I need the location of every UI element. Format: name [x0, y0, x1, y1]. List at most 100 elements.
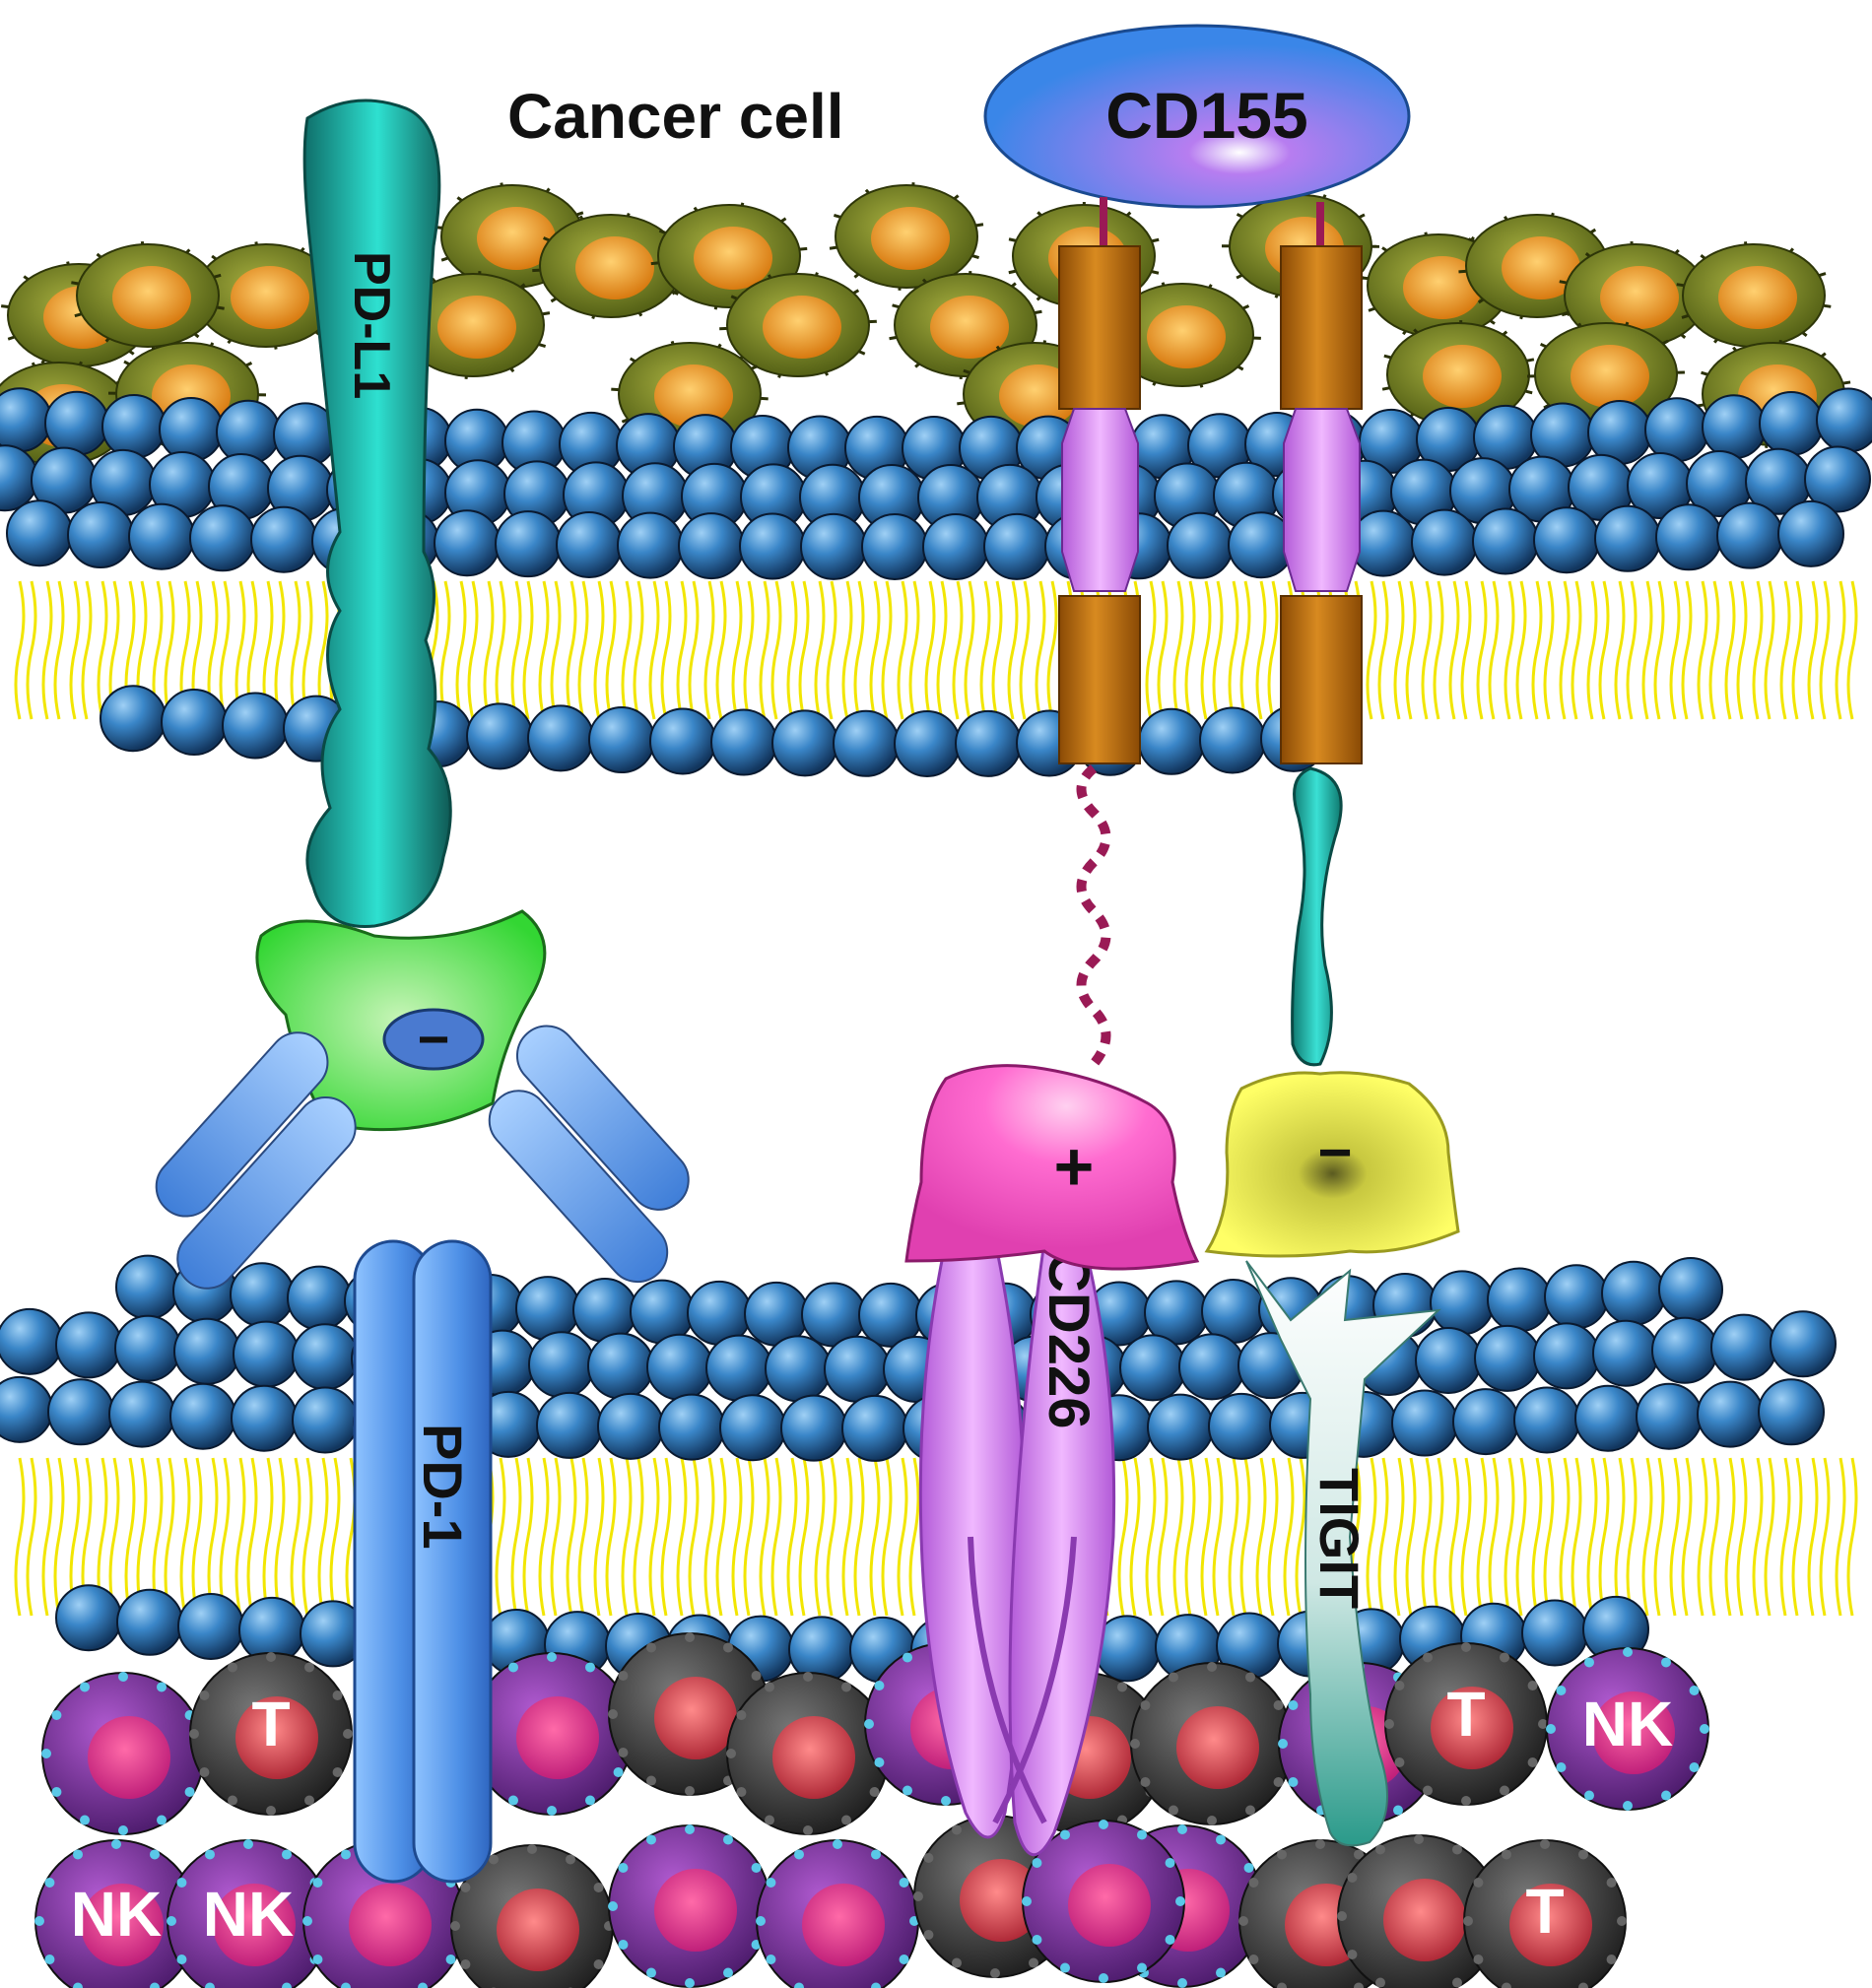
immune-cell-receptor-dot — [736, 1787, 747, 1797]
lipid-tail — [1488, 580, 1500, 720]
lipid-tail — [770, 1457, 782, 1617]
membrane-bead — [189, 504, 256, 572]
immune-cell-receptor-dot — [1538, 1719, 1548, 1729]
membrane-bead — [771, 709, 838, 777]
immune-cell-receptor-dot — [1137, 1829, 1147, 1840]
lipid-tail — [1377, 1457, 1389, 1617]
cancer-cell-nucleus — [112, 266, 191, 329]
lipid-tail — [1172, 580, 1184, 720]
lipid-tail — [715, 580, 727, 720]
lipid-tail — [1681, 580, 1693, 720]
lipid-tail — [179, 1457, 191, 1617]
immune-cell-receptor-dot — [864, 1719, 874, 1729]
membrane-bead — [292, 1386, 359, 1454]
immune-cell-receptor-dot — [726, 1749, 736, 1758]
membrane-bead — [1415, 1327, 1482, 1395]
membrane-bead — [44, 390, 109, 456]
immune-cell-nucleus — [516, 1696, 599, 1779]
immune-cell-receptor-dot — [282, 1982, 292, 1988]
membrane-bead — [527, 704, 594, 772]
lipid-tail — [798, 1457, 810, 1617]
immune-cell-receptor-dot — [1375, 1844, 1385, 1855]
lipid-tail — [703, 1457, 715, 1617]
lipid-tail — [1433, 580, 1444, 720]
immune-cell-nucleus — [1176, 1706, 1259, 1789]
lipid-tail — [979, 580, 991, 720]
lipid-tail — [1046, 580, 1058, 720]
immune-cell-receptor-dot — [51, 1787, 62, 1797]
immune-cell-receptor-dot — [1394, 1681, 1405, 1690]
immune-cell-receptor-dot — [841, 1815, 851, 1825]
lipid-tail — [522, 580, 534, 720]
lipid-tail — [1598, 580, 1610, 720]
lipid-tail — [219, 580, 231, 720]
lipid-tail — [759, 1457, 770, 1617]
immune-cell-receptor-dot — [228, 1795, 237, 1806]
lipid-tail — [164, 1457, 175, 1617]
immune-cell-receptor-dot — [585, 1662, 595, 1673]
immune-cell-receptor-dot — [1584, 1657, 1594, 1668]
immune-cell-receptor-dot — [302, 1916, 312, 1926]
lipid-tail — [1586, 1457, 1598, 1617]
lipid-tail — [1653, 580, 1665, 720]
immune-cell-nucleus — [1592, 1691, 1675, 1774]
immune-cell-receptor-dot — [1502, 1849, 1511, 1860]
lipid-tail — [1117, 1457, 1129, 1617]
lipid-tail — [786, 580, 798, 720]
immune-cell-receptor-dot — [1500, 1785, 1509, 1796]
nk-cell — [1546, 1647, 1709, 1811]
tigit-inhibit-sign: − — [1317, 1119, 1352, 1185]
immune-cell-receptor-dot — [1347, 1873, 1358, 1883]
immune-cell-nucleus — [81, 1884, 164, 1966]
membrane-bead — [0, 387, 52, 453]
cancer-cell — [1559, 240, 1712, 351]
immune-cell-receptor-dot — [282, 1849, 292, 1860]
immune-cell-receptor-dot — [1578, 1982, 1588, 1988]
cancer-cell-nucleus — [477, 207, 556, 270]
immune-cell-receptor-dot — [685, 1978, 695, 1988]
t-cell — [1337, 1834, 1501, 1988]
immune-cell-receptor-dot — [157, 1682, 167, 1692]
immune-cell-receptor-dot — [312, 1878, 323, 1888]
lipid-tail — [1697, 580, 1708, 720]
immune-cell-receptor-dot — [923, 1930, 934, 1940]
lipid-tail — [1846, 580, 1858, 720]
lipid-tail — [908, 580, 920, 720]
immune-cell-receptor-dot — [1207, 1662, 1217, 1672]
lipid-tail — [538, 580, 550, 720]
immune-cell-receptor-dot — [566, 1854, 575, 1865]
membrane-bead — [114, 1314, 181, 1382]
lipid-tail — [1752, 580, 1764, 720]
immune-cell-receptor-dot — [903, 1652, 912, 1663]
lipid-tail — [1736, 1457, 1748, 1617]
membrane-bead — [159, 397, 224, 463]
membrane-bead — [100, 685, 167, 753]
tigit-binding-head: − — [1204, 1071, 1460, 1258]
lipid-tail — [881, 580, 893, 720]
lipid-tail — [1433, 1457, 1444, 1617]
lipid-tail — [566, 1457, 577, 1617]
membrane-bead — [1472, 507, 1539, 575]
immune-cell-receptor-dot — [167, 1916, 176, 1926]
immune-cell-receptor-dot — [1175, 1896, 1185, 1906]
immune-cell-receptor-dot — [176, 1878, 187, 1888]
lipid-tail — [1764, 1457, 1775, 1617]
immune-cell-label: NK — [71, 1879, 162, 1950]
immune-cell-receptor-dot — [44, 1878, 55, 1888]
immune-cell-receptor-dot — [1423, 1785, 1433, 1796]
lipid-tail — [1819, 1457, 1831, 1617]
lipid-tail — [467, 580, 479, 720]
immune-cell-receptor-dot — [923, 1853, 934, 1863]
nk-cell — [41, 1672, 205, 1835]
membrane-bead — [1199, 706, 1266, 774]
lipid-tail — [566, 580, 577, 720]
immune-cell-receptor-dot — [1527, 1757, 1538, 1767]
immune-cell-receptor-dot — [1393, 1805, 1403, 1816]
immune-cell-receptor-dot — [1500, 1652, 1509, 1663]
immune-cell-receptor-dot — [585, 1795, 595, 1806]
immune-cell-receptor-dot — [343, 1729, 353, 1739]
immune-cell-receptor-dot — [1623, 1647, 1633, 1657]
t-cell — [726, 1672, 890, 1835]
lipid-tail — [1007, 580, 1019, 720]
nk-cell — [470, 1652, 634, 1816]
